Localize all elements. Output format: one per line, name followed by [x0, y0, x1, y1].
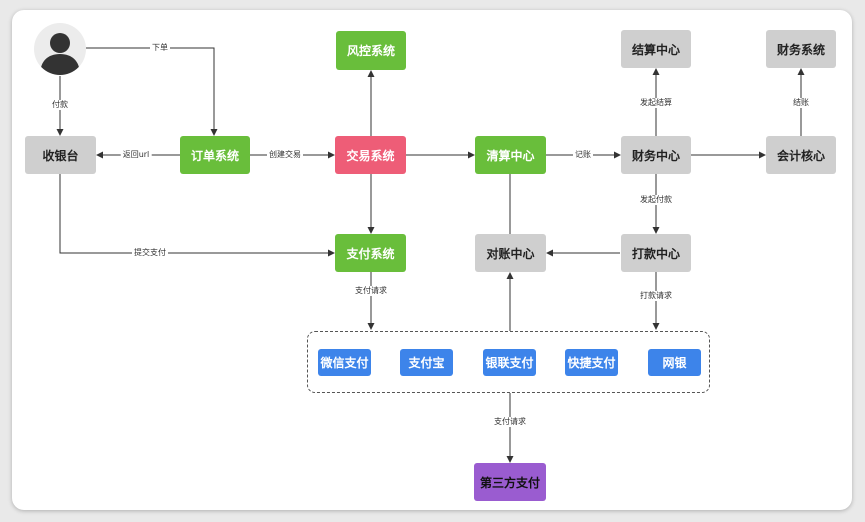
clearing-center-node: 清算中心: [475, 136, 546, 174]
edge-label-return-url: 返回url: [120, 150, 152, 160]
edge-user-to-order: [86, 47, 218, 136]
edge-cashier-to-payment: [59, 174, 335, 257]
payment-channels-group: [307, 331, 710, 393]
edge-label-place-order: 下单: [150, 43, 170, 53]
payment-system-node: 支付系统: [335, 234, 406, 272]
reconciliation-center-node: 对账中心: [475, 234, 546, 272]
alipay-node: 支付宝: [400, 349, 453, 376]
online-banking-node: 网银: [648, 349, 701, 376]
edge-label-payment-request-2: 支付请求: [492, 417, 528, 427]
edge-label-settle-account: 结账: [791, 98, 811, 108]
third-party-pay-node: 第三方支付: [474, 463, 546, 501]
order-system-node: 订单系统: [180, 136, 250, 174]
edge-label-create-trade: 创建交易: [267, 150, 303, 160]
trade-system-node: 交易系统: [335, 136, 406, 174]
risk-system-node: 风控系统: [336, 31, 406, 70]
edge-label-submit-payment: 提交支付: [132, 248, 168, 258]
cashier-node: 收银台: [25, 136, 96, 174]
edge-label-pay: 付款: [50, 100, 70, 110]
edge-label-payout-request: 打款请求: [638, 291, 674, 301]
finance-system-node: 财务系统: [766, 30, 836, 68]
accounting-core-node: 会计核心: [766, 136, 836, 174]
edge-label-payment-request-1: 支付请求: [353, 286, 389, 296]
unionpay-node: 银联支付: [483, 349, 536, 376]
user-avatar-icon: [34, 23, 86, 75]
edge-label-bookkeeping: 记账: [573, 150, 593, 160]
finance-center-node: 财务中心: [621, 136, 691, 174]
edge-label-initiate-payout: 发起付款: [638, 195, 674, 205]
edge-label-initiate-settlement: 发起结算: [638, 98, 674, 108]
settlement-center-node: 结算中心: [621, 30, 691, 68]
payout-center-node: 打款中心: [621, 234, 691, 272]
wechat-pay-node: 微信支付: [318, 349, 371, 376]
diagram-canvas: [12, 10, 852, 510]
quick-pay-node: 快捷支付: [565, 349, 618, 376]
